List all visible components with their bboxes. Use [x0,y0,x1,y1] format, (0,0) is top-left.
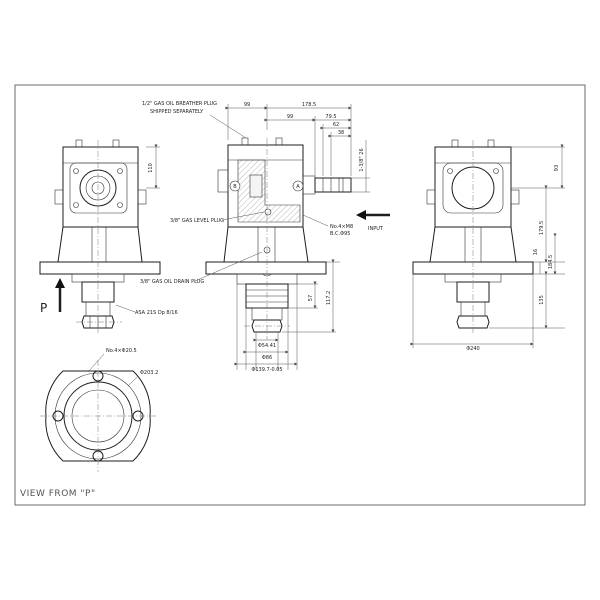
input-label: INPUT [368,226,384,232]
level-plug-note: 3/8" GAS LEVEL PLUG [170,218,224,224]
marker-b: B [233,184,237,190]
view-from-p-label: VIEW FROM "P" [20,489,96,499]
dim-62: 62 [333,122,339,128]
dim-99-top: 99 [244,102,250,108]
dim-1-3-8: 1-3/8" 26 [359,148,365,171]
dim-16: 16 [533,249,539,255]
dim-38: 38 [338,130,344,136]
flange-holes-note: No.4×Φ20.5 [106,348,137,354]
dim-117-2: 117.2 [326,291,332,305]
dim-240: Φ240 [466,346,479,352]
dim-110: 110 [148,163,154,173]
bolt-circle-note: Φ203.2 [140,370,158,376]
dim-79-5: 79.5 [325,114,336,120]
drain-plug-note: 3/8" GAS OIL DRAIN PLUG [140,279,204,285]
right-side-view: 93 179.5 16 184.5 135 Φ240 [410,139,565,352]
drawing-frame [14,84,586,506]
flange-view-from-p: No.4×Φ20.5 Φ203.2 VIEW FROM "P" [20,348,158,499]
dim-139-7: Φ139.7-0.05 [251,367,282,373]
breather-plug-note-2: SHIPPED SEPARATELY [150,109,204,115]
left-side-view: 110 P ASA 21S Dp 8/16 [39,139,178,335]
dim-135: 135 [539,295,545,305]
spline-note: ASA 21S Dp 8/16 [135,310,178,316]
dim-93: 93 [554,165,560,171]
dim-184-5: 184.5 [548,255,554,269]
breather-plug-note: 1/2" GAS OIL BREATHER PLUG [142,101,217,107]
holes-top-note: No.4×M8 [330,224,353,230]
center-section-view: B A C D 99 178.5 99 [140,101,390,373]
dim-54-41: Φ54.41 [258,343,276,349]
dim-178-5: 178.5 [302,102,316,108]
view-arrow-label: P [40,301,47,315]
dim-86: Φ86 [262,355,272,361]
dim-99-mid: 99 [287,114,293,120]
holes-top-note-2: B.C.Φ95 [330,231,350,237]
dim-179-5: 179.5 [539,221,545,235]
dim-57: 57 [308,295,314,301]
marker-a: A [296,184,300,190]
